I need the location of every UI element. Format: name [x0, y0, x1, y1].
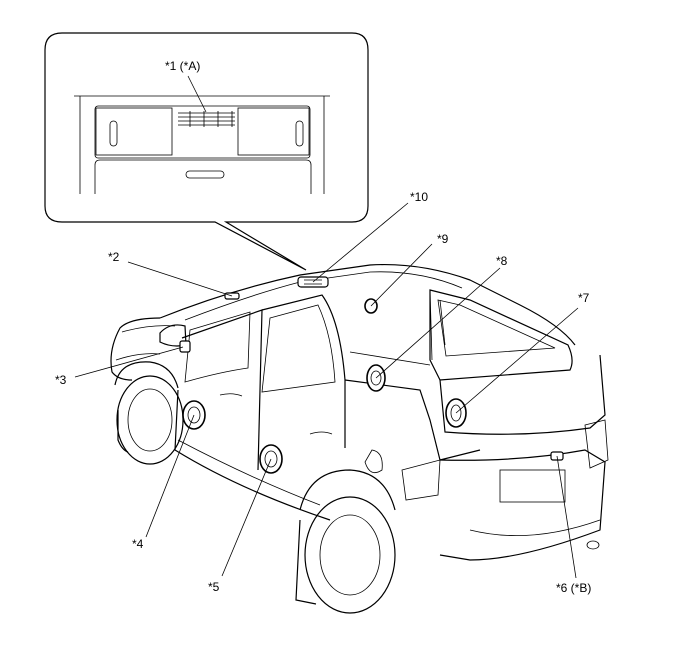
callout-leader-2	[127, 261, 233, 297]
callout-leader-4	[145, 414, 195, 538]
callout-label-9: *9	[437, 232, 449, 246]
callout-label-6: *6 (*B)	[556, 581, 591, 595]
callout-label-7: *7	[578, 291, 590, 305]
callout-label-1: *1 (*A)	[165, 59, 200, 73]
callout-label-5: *5	[208, 580, 220, 594]
callout-leader-1	[187, 75, 207, 113]
callout-leader-10	[312, 202, 409, 283]
callout-leader-3	[74, 346, 184, 378]
callout-label-2: *2	[108, 250, 120, 264]
callout-leader-7	[455, 307, 579, 414]
callout-label-4: *4	[132, 537, 144, 551]
callout-label-8: *8	[496, 254, 508, 268]
callout-leader-9	[370, 243, 433, 307]
callout-label-3: *3	[55, 373, 67, 387]
callout-leader-5	[221, 458, 272, 577]
callout-label-10: *10	[410, 190, 428, 204]
callout-leader-6	[556, 455, 577, 579]
roof-speaker-grille	[178, 111, 235, 127]
tweeter-front-pillar	[179, 340, 191, 353]
vehicle-outline	[110, 264, 609, 614]
detail-inset: *1 (*A)	[44, 32, 369, 271]
callout-leader-8	[375, 267, 501, 379]
